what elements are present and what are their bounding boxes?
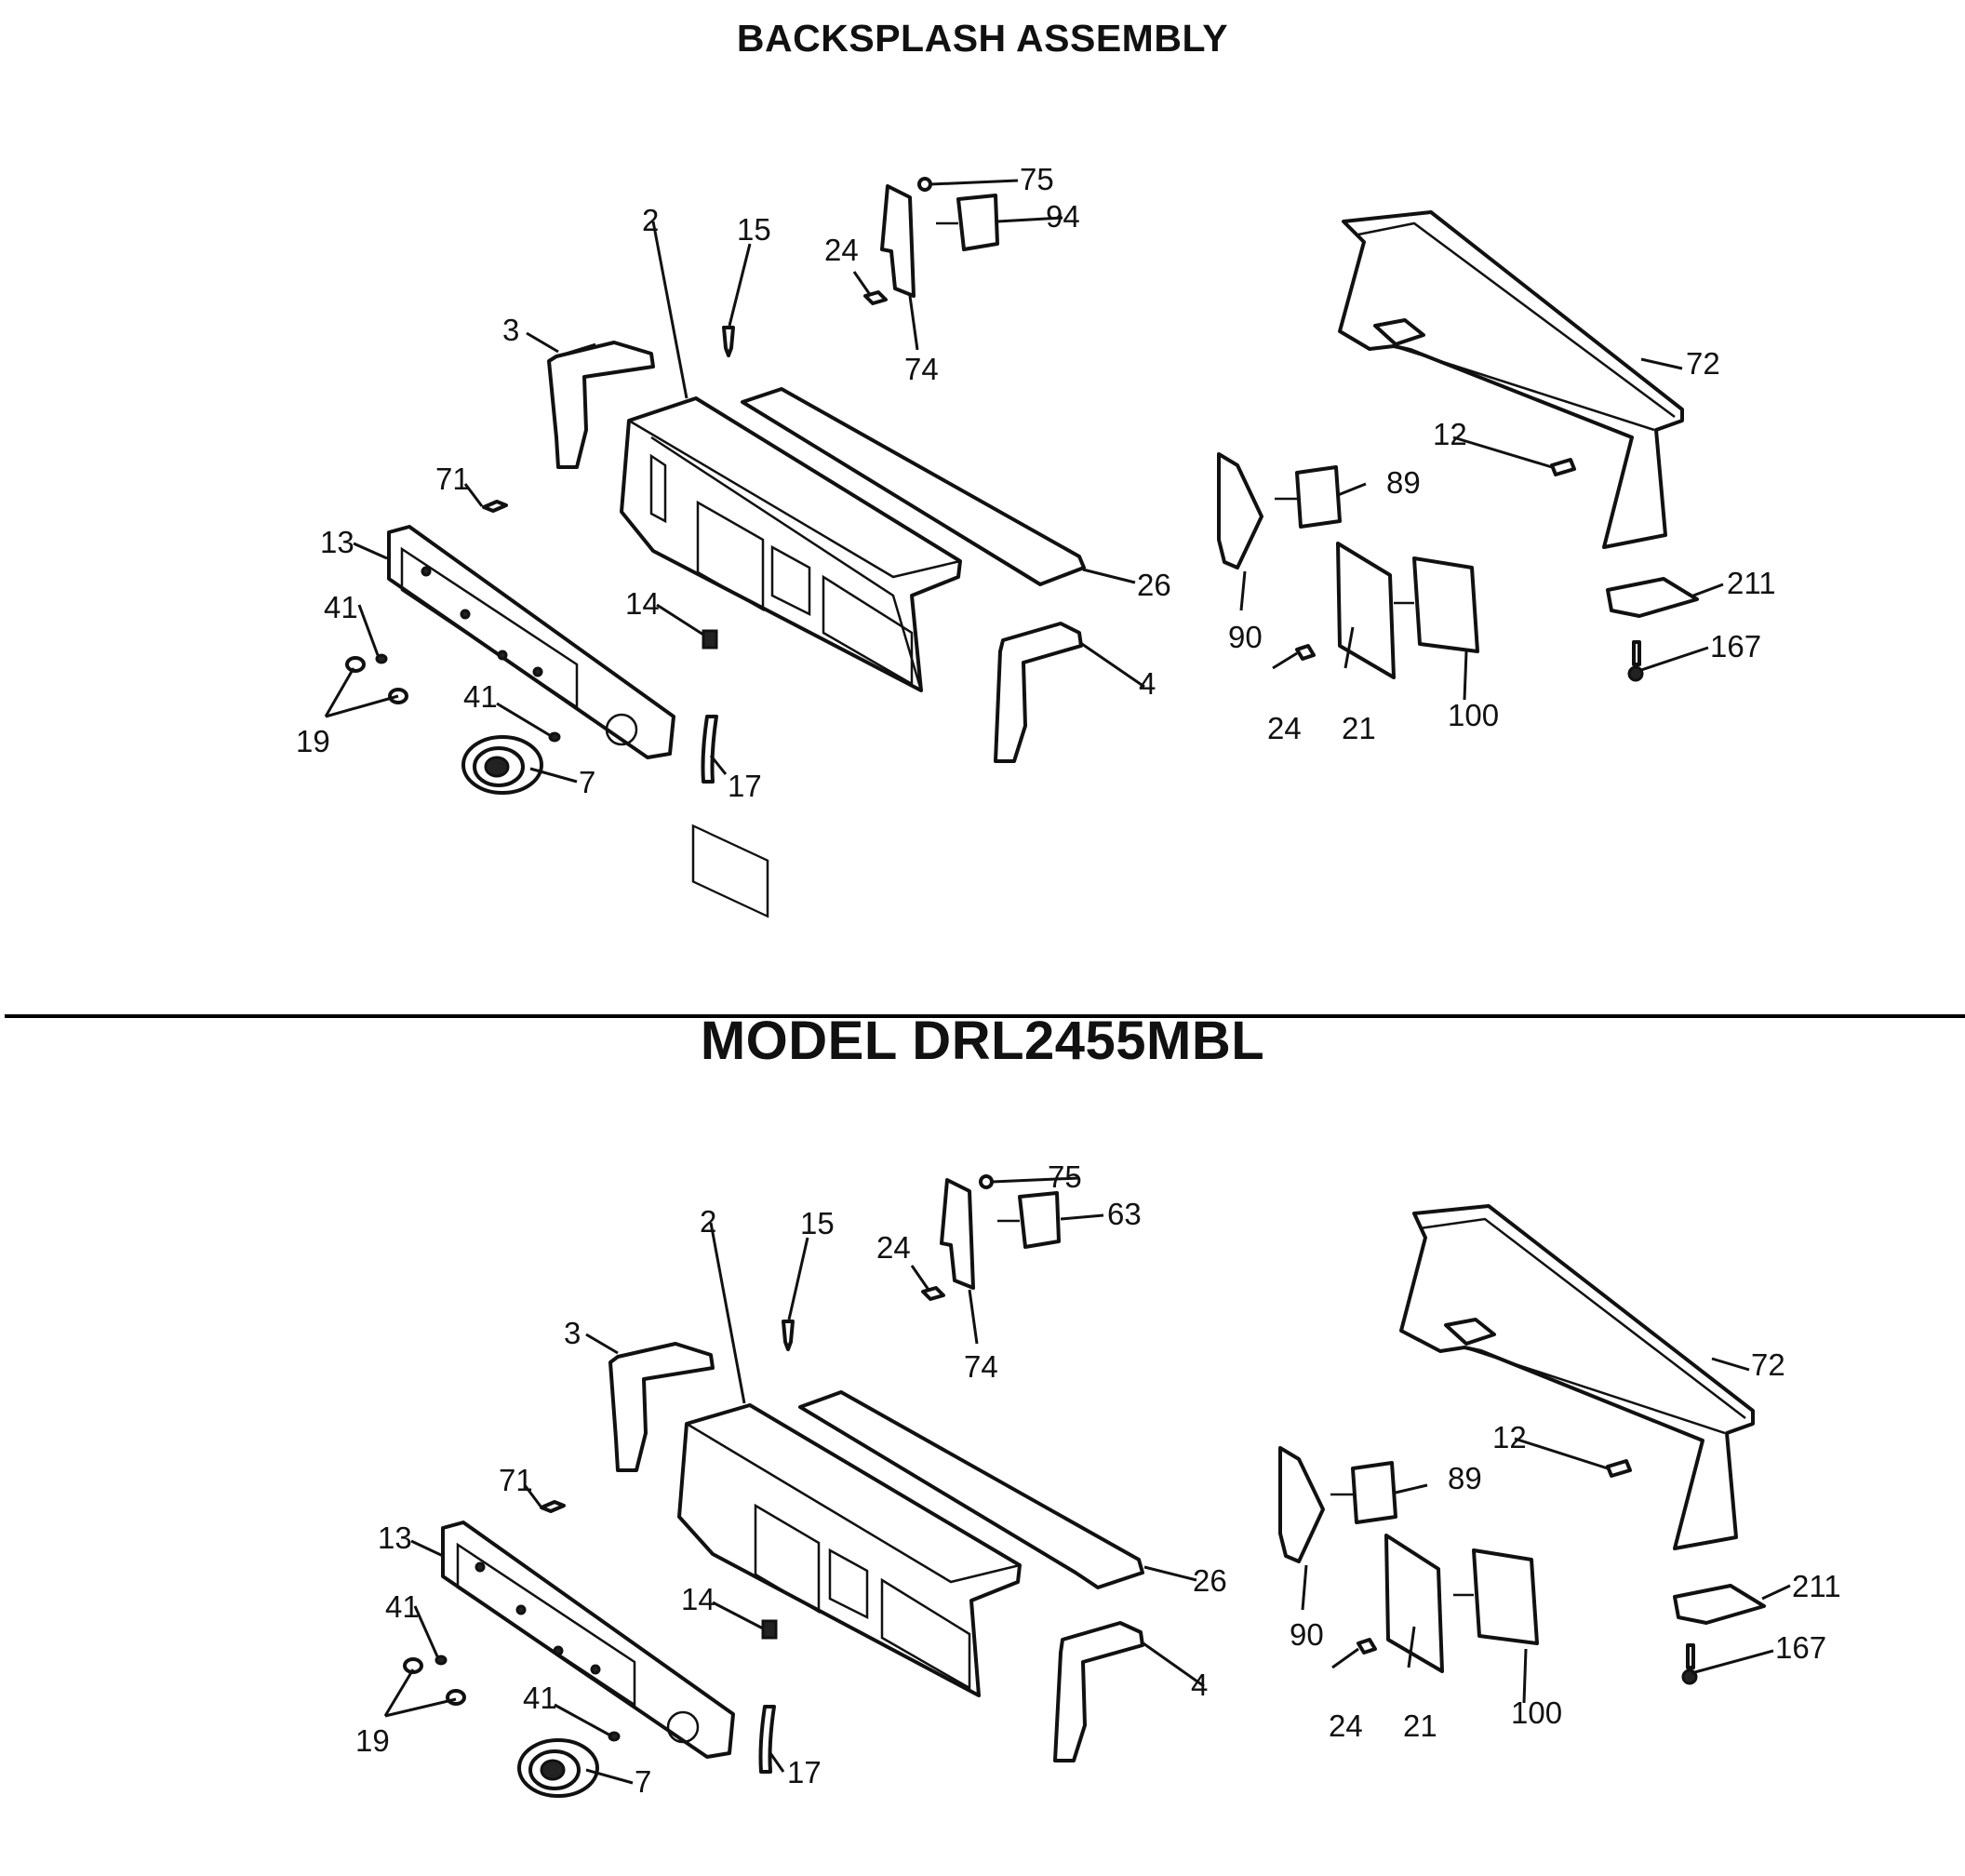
backsplash-housing: [1338, 210, 1684, 549]
section-divider: [5, 1014, 1965, 1018]
callout-17: 17: [728, 769, 762, 803]
left-end-cap: [547, 341, 655, 469]
callout-24: 24: [1267, 711, 1302, 745]
callout-211: 211: [1727, 566, 1776, 600]
callout-3: 3: [564, 1316, 581, 1350]
rear-cover-plate: [741, 387, 1086, 586]
callout-leaders: [324, 179, 1724, 784]
callout-74: 74: [904, 352, 939, 386]
callout-75: 75: [1048, 1159, 1082, 1194]
control-faceplate: [441, 1521, 735, 1759]
callout-4: 4: [1191, 1668, 1208, 1702]
callout-100: 100: [1448, 698, 1499, 732]
callout-19: 19: [296, 724, 330, 758]
callout-24: 24: [1329, 1708, 1363, 1743]
callout-167: 167: [1775, 1630, 1826, 1665]
control-knob: [517, 1738, 599, 1798]
callout-167: 167: [1710, 629, 1761, 663]
callout-41: 41: [463, 679, 498, 714]
callout-41: 41: [385, 1589, 420, 1624]
callout-7: 7: [635, 1764, 651, 1799]
callout-labels: 2 3 4 7 12 13 14 15 17 19 21 24 24 26 41…: [296, 162, 1776, 803]
switch-bracket: [863, 177, 999, 305]
left-end-cap: [608, 1342, 715, 1472]
callout-19: 19: [355, 1723, 390, 1758]
callout-14: 14: [625, 586, 660, 621]
callout-leaders: [383, 1176, 1791, 1785]
callout-72: 72: [1686, 346, 1720, 381]
motor-and-switches: [1217, 452, 1699, 682]
callout-94: 94: [1046, 199, 1080, 234]
callout-17: 17: [787, 1755, 822, 1789]
callout-26: 26: [1137, 568, 1171, 602]
callout-90: 90: [1290, 1617, 1324, 1652]
backsplash-console: [677, 1403, 1022, 1697]
callout-13: 13: [320, 525, 354, 559]
switch-bracket: [921, 1174, 1061, 1301]
callout-4: 4: [1139, 666, 1156, 701]
callout-7: 7: [579, 765, 595, 799]
callout-75: 75: [1020, 162, 1054, 196]
callout-89: 89: [1448, 1461, 1482, 1495]
callout-21: 21: [1403, 1708, 1437, 1743]
callout-89: 89: [1386, 465, 1421, 500]
callout-90: 90: [1228, 620, 1263, 654]
small-knob-parts: [403, 1655, 621, 1742]
callout-12: 12: [1492, 1420, 1527, 1454]
callout-24: 24: [824, 233, 859, 267]
callout-72: 72: [1751, 1347, 1785, 1382]
callout-26: 26: [1193, 1563, 1227, 1598]
callout-21: 21: [1342, 711, 1376, 745]
callout-71: 71: [499, 1463, 533, 1497]
callout-41: 41: [324, 590, 358, 624]
backsplash-console: [620, 396, 962, 918]
control-faceplate: [387, 525, 675, 759]
motor-and-switches: [1278, 1446, 1766, 1685]
callout-71: 71: [435, 462, 470, 496]
right-end-cap: [994, 622, 1083, 763]
callout-3: 3: [502, 313, 519, 347]
callout-74: 74: [964, 1349, 998, 1384]
callout-41: 41: [523, 1681, 557, 1715]
fasteners: [540, 1320, 795, 1774]
callout-2: 2: [642, 203, 659, 237]
diagram-title: BACKSPLASH ASSEMBLY: [736, 17, 1229, 60]
callout-2: 2: [700, 1204, 716, 1239]
callout-63: 63: [1107, 1197, 1142, 1231]
callout-24: 24: [876, 1230, 911, 1265]
callout-14: 14: [681, 1582, 715, 1616]
callout-12: 12: [1433, 417, 1467, 451]
backsplash-housing: [1399, 1204, 1755, 1550]
callout-15: 15: [800, 1206, 835, 1240]
right-end-cap: [1053, 1621, 1144, 1762]
fasteners: [482, 326, 735, 784]
backsplash-diagram-top: 2 3 4 7 12 13 14 15 17 19 21 24 24 26 41…: [296, 162, 1776, 918]
callout-211: 211: [1792, 1569, 1841, 1603]
control-knob: [461, 735, 543, 795]
model-title: MODEL DRL2455MBL: [700, 1011, 1265, 1071]
callout-100: 100: [1511, 1695, 1562, 1730]
callout-labels: 2 3 4 7 12 13 14 15 17 19 21 24 24 26 41…: [355, 1159, 1841, 1799]
callout-13: 13: [378, 1521, 412, 1555]
rear-cover-plate: [798, 1390, 1144, 1589]
callout-15: 15: [737, 212, 771, 247]
